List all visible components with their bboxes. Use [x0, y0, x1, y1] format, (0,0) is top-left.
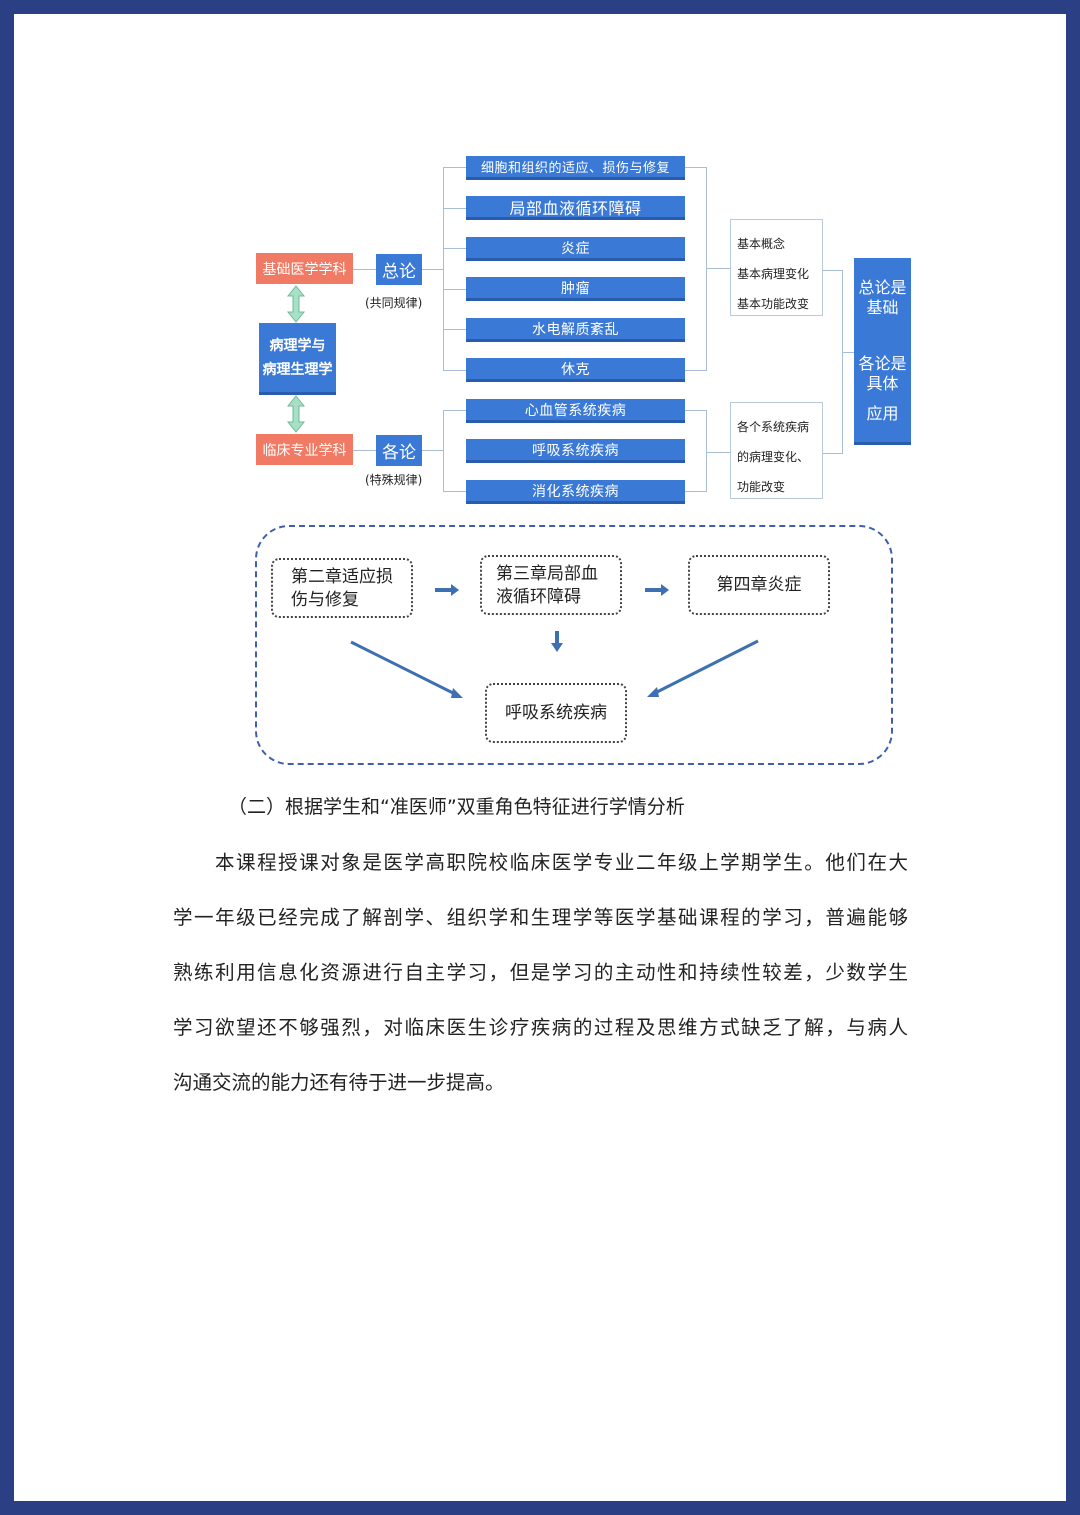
connector-line	[443, 167, 444, 370]
core-line-2: 病理生理学	[262, 361, 333, 378]
summary-box: 总论是 基础 各论是 具体 应用	[854, 258, 911, 445]
summary-line: 各论是	[858, 354, 907, 373]
chapter2-box: 第二章适应损 伤与修复	[271, 558, 413, 618]
connector-line	[685, 491, 707, 492]
connector-line	[443, 167, 466, 168]
connector-line	[352, 269, 376, 270]
general-content-box: 基本概念 基本病理变化 基本功能改变	[730, 219, 823, 316]
connector-line	[422, 269, 444, 270]
specific-theory-note: (特殊规律)	[365, 473, 423, 487]
paragraph-line: 学习欲望还不够强烈，对临床医生诊疗疾病的过程及思维方式缺乏了解，与病人	[173, 1016, 908, 1039]
pathology-core-box: 病理学与 病理生理学	[259, 323, 336, 395]
connector-line	[706, 452, 730, 453]
connector-line	[823, 270, 843, 271]
connector-line	[706, 268, 730, 269]
section-heading: （二）根据学生和“准医师”双重角色特征进行学情分析	[228, 796, 685, 818]
content-item: 功能改变	[737, 480, 786, 494]
summary-line: 基础	[866, 298, 899, 317]
paragraph-line: 熟练利用信息化资源进行自主学习，但是学习的主动性和持续性较差，少数学生	[173, 961, 908, 984]
respiratory-disease-box: 呼吸系统疾病	[485, 683, 627, 743]
arrow-right-icon	[645, 584, 669, 596]
flow-arrows	[350, 584, 759, 698]
topic-bar: 水电解质紊乱	[466, 318, 685, 342]
double-arrow-icon	[286, 395, 306, 433]
clinical-subject-box: 临床专业学科	[256, 434, 353, 465]
connector-line	[443, 370, 466, 371]
content-item: 各个系统疾病	[737, 420, 810, 434]
chapter-flow-container	[255, 525, 893, 765]
topic-bar: 细胞和组织的适应、损伤与修复	[466, 156, 685, 180]
chapter3-line1: 第三章局部血	[496, 564, 598, 584]
topic-bar: 休克	[466, 358, 685, 382]
paragraph-line: 学一年级已经完成了解剖学、组织学和生理学等医学基础课程的学习，普遍能够	[173, 906, 908, 929]
paragraph-line: 沟通交流的能力还有待于进一步提高。	[173, 1071, 505, 1094]
topic-bar: 炎症	[466, 237, 685, 261]
summary-line: 应用	[866, 404, 899, 423]
content-item: 基本概念	[737, 237, 786, 251]
connector-line	[443, 410, 444, 492]
connector-line	[443, 329, 466, 330]
chapter2-line1: 第二章适应损	[291, 567, 393, 587]
basic-medicine-box: 基础医学学科	[256, 253, 353, 284]
topic-bar: 消化系统疾病	[466, 480, 685, 504]
topic-bar: 局部血液循环障碍	[466, 196, 685, 220]
connector-line	[706, 410, 707, 492]
connector-line	[352, 450, 376, 451]
connector-line	[443, 208, 466, 209]
connector-line	[422, 450, 444, 451]
content-item: 的病理变化、	[737, 450, 810, 464]
chapter2-line2: 伤与修复	[291, 590, 359, 610]
paragraph-line: 本课程授课对象是医学高职院校临床医学专业二年级上学期学生。他们在大	[215, 851, 908, 874]
topic-bar: 心血管系统疾病	[466, 399, 685, 423]
content-item: 基本功能改变	[737, 297, 810, 311]
core-line-1: 病理学与	[269, 337, 326, 354]
arrow-down-icon	[551, 631, 563, 652]
specific-theory-box: 各论	[376, 435, 422, 466]
arrow-diagonal-icon	[350, 640, 463, 698]
connector-line	[685, 370, 707, 371]
general-theory-box: 总论	[376, 254, 422, 285]
arrow-right-icon	[435, 584, 459, 596]
connector-line	[842, 352, 854, 353]
connector-line	[823, 453, 843, 454]
chapter4-box: 第四章炎症	[688, 555, 830, 615]
summary-line: 总论是	[858, 278, 907, 297]
chapter3-box: 第三章局部血 液循环障碍	[480, 555, 622, 615]
connector-line	[443, 410, 466, 411]
general-theory-note: (共同规律)	[365, 296, 423, 310]
chapter3-line2: 液循环障碍	[496, 587, 581, 607]
connector-line	[685, 410, 707, 411]
specific-content-box: 各个系统疾病 的病理变化、 功能改变	[730, 402, 823, 499]
double-arrow-icon	[286, 285, 306, 323]
summary-line: 具体	[866, 374, 899, 393]
content-item: 基本病理变化	[737, 267, 810, 281]
topic-bar: 呼吸系统疾病	[466, 439, 685, 463]
connector-line	[443, 248, 466, 249]
arrow-diagonal-icon	[647, 639, 759, 697]
connector-line	[443, 491, 466, 492]
connector-line	[685, 167, 707, 168]
connector-line	[443, 289, 466, 290]
connector-line	[842, 270, 843, 454]
topic-bar: 肿瘤	[466, 277, 685, 301]
